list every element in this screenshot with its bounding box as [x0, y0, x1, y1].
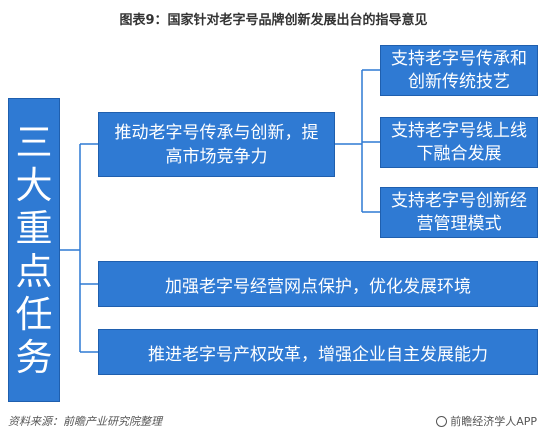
subtask-box-online-offline: 支持老字号线上线下融合发展: [380, 117, 538, 168]
task-box-protection: 加强老字号经营网点保护，优化发展环境: [98, 261, 538, 307]
main-task-char: 大: [15, 164, 53, 207]
task-box-innovation: 推动老字号传承与创新，提高市场竞争力: [98, 112, 335, 177]
subtask-box-craft: 支持老字号传承和创新传统技艺: [380, 45, 538, 96]
source-note: 资料来源：前瞻产业研究院整理: [8, 415, 162, 428]
main-task-char: 点: [15, 250, 53, 293]
main-task-char: 三: [15, 121, 53, 164]
main-task-char: 务: [15, 336, 53, 379]
diagram-title: 图表9：国家针对老字号品牌创新发展出台的指导意见: [119, 13, 428, 28]
main-task-char: 重: [15, 207, 53, 250]
brand-logo-icon: [436, 415, 448, 427]
brand-credit: 前瞻经济学人APP: [436, 413, 537, 429]
subtask-box-management: 支持老字号创新经营管理模式: [380, 187, 538, 238]
main-task-char: 任: [15, 293, 53, 336]
brand-name: 前瞻经济学人APP: [450, 415, 537, 428]
main-task-box: 三 大 重 点 任 务: [8, 98, 60, 402]
task-box-property-reform: 推进老字号产权改革，增强企业自主发展能力: [98, 329, 538, 375]
